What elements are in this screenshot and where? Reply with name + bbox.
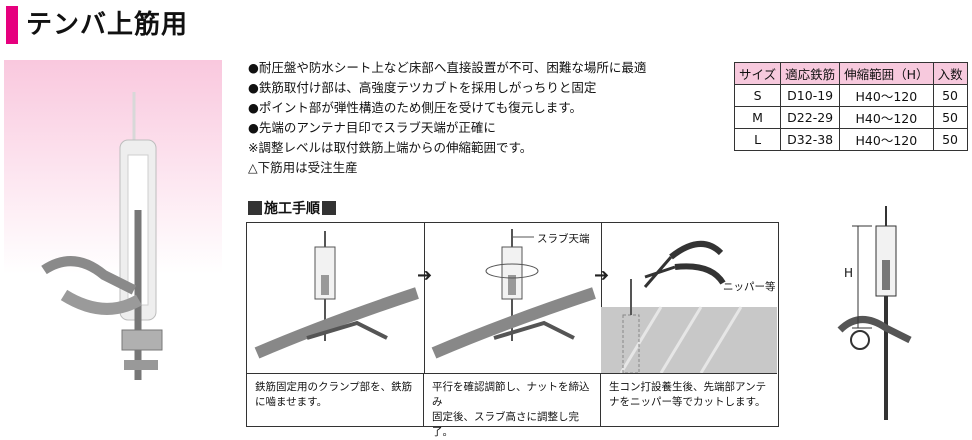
feature-item: ●先端のアンテナ目印でスラブ天端が正確に <box>248 120 496 135</box>
procedure-heading-text: 施工手順 <box>264 201 320 217</box>
caption-line: に嚙ませます。 <box>255 396 328 408</box>
spec-cell: H40〜120 <box>839 128 934 151</box>
caption-line: 鉄筋固定用のクランプ部を、鉄筋 <box>255 381 413 393</box>
step-2-drawing <box>431 229 596 359</box>
spec-header: 適応鉄筋 <box>780 62 841 85</box>
heading-square-icon <box>322 201 336 215</box>
spec-table-header-row: サイズ 適応鉄筋 伸縮範囲（H） 入数 <box>733 62 968 85</box>
dimension-drawing <box>837 206 912 420</box>
slab-top-label: スラブ天端 <box>537 233 590 245</box>
feature-item: ●鉄筋取付け部は、高強度テツカブトを採用しがっちりと固定 <box>248 80 597 95</box>
spec-cell: L <box>733 128 782 151</box>
dimension-h-label: H <box>844 266 854 280</box>
spec-cell: 50 <box>932 84 968 107</box>
feature-list: ●耐圧盤や防水シート上など床部へ直接設置が不可、困難な場所に最適 ●鉄筋取付け部… <box>248 58 646 178</box>
title-accent-bar <box>6 6 18 44</box>
product-photo <box>41 92 163 380</box>
step-2-caption: 平行を確認調節し、ナットを締込み 固定後、スラブ高さに調整し完了。 <box>424 373 601 438</box>
step-3-illustration <box>601 223 777 373</box>
table-row: S D10-19 H40〜120 50 <box>733 84 968 107</box>
caption-line: 平行を確認調節し、ナットを締込み <box>432 381 590 408</box>
step-arrow-icon: ➔ <box>417 265 433 286</box>
feature-item: ●ポイント部が弾性構造のため側圧を受けても復元します。 <box>248 100 583 115</box>
feature-note: △下筋用は受注生産 <box>248 160 358 175</box>
spec-cell: 50 <box>932 106 968 129</box>
caption-line: ナをニッパー等でカットします。 <box>609 396 766 408</box>
nipper-label: ニッパー等 <box>723 281 776 293</box>
spec-cell: S <box>733 84 782 107</box>
spec-header: サイズ <box>733 62 782 85</box>
feature-item: ●耐圧盤や防水シート上など床部へ直接設置が不可、困難な場所に最適 <box>248 60 647 75</box>
step-3-caption: 生コン打設養生後、先端部アンテ ナをニッパー等でカットします。 <box>601 373 777 426</box>
step-2-illustration <box>424 223 602 373</box>
feature-note: ※調整レベルは取付鉄筋上端からの伸縮範囲です。 <box>248 140 533 155</box>
table-row: L D32-38 H40〜120 50 <box>733 128 968 151</box>
step-1-illustration <box>247 223 425 373</box>
caption-line: 固定後、スラブ高さに調整し完了。 <box>432 411 579 438</box>
caption-line: 生コン打設養生後、先端部アンテ <box>609 381 767 393</box>
spec-cell: H40〜120 <box>839 106 934 129</box>
procedure-steps: ➔ スラブ天端 ➔ ニッパー等 鉄筋固定用のクランプ部を、鉄筋 <box>246 222 779 438</box>
spec-cell: D10-19 <box>780 84 841 107</box>
step-1-caption: 鉄筋固定用のクランプ部を、鉄筋 に嚙ませます。 <box>247 373 424 426</box>
spec-cell: D32-38 <box>780 128 841 151</box>
step-1-drawing <box>254 231 419 359</box>
spec-table: サイズ 適応鉄筋 伸縮範囲（H） 入数 S D10-19 H40〜120 50 … <box>733 62 968 151</box>
table-row: M D22-29 H40〜120 50 <box>733 106 968 129</box>
step-arrow-icon: ➔ <box>594 265 610 286</box>
procedure-heading: 施工手順 <box>246 198 338 218</box>
heading-square-icon <box>248 201 262 215</box>
step-3-drawing <box>601 241 777 373</box>
spec-header: 伸縮範囲（H） <box>839 62 934 85</box>
spec-cell: 50 <box>932 128 968 151</box>
page-title: テンバ上筋用 <box>26 10 189 40</box>
spec-cell: D22-29 <box>780 106 841 129</box>
spec-cell: M <box>733 106 782 129</box>
spec-header: 入数 <box>932 62 968 85</box>
product-photo-background <box>4 60 222 274</box>
spec-cell: H40〜120 <box>839 84 934 107</box>
